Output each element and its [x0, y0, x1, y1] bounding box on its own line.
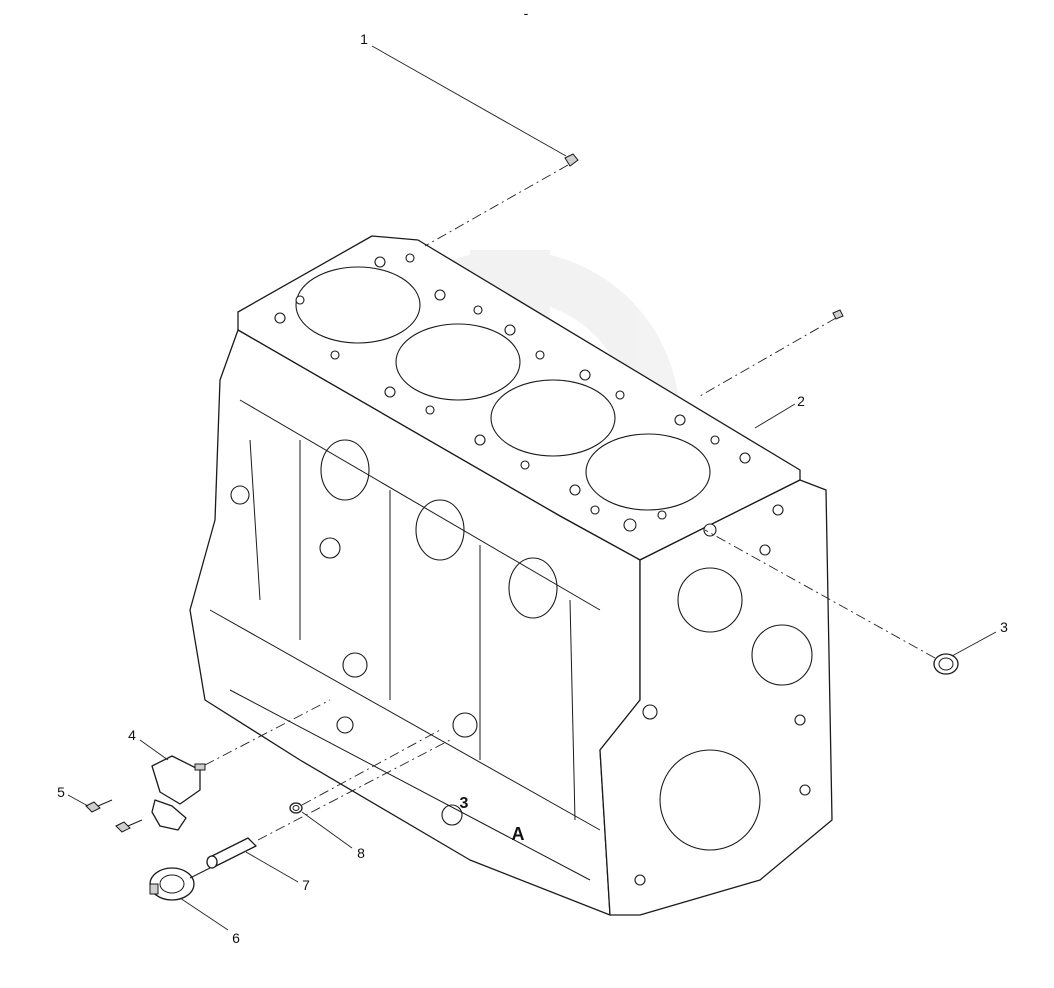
core-plug-opening-3 [508, 557, 558, 619]
end-face-hole-4 [642, 704, 658, 720]
end-face-hole-3 [759, 544, 771, 556]
cylinder-bore-1 [295, 266, 421, 344]
block-end-face [599, 479, 833, 916]
cast-mark-a: A [512, 824, 525, 844]
end-face-hole-6 [799, 784, 811, 796]
part-8-seal-washer [289, 729, 441, 814]
crankshaft-bore [659, 749, 761, 851]
side-boss-2 [319, 537, 341, 559]
end-face-hole-2 [772, 504, 784, 516]
side-ribs [209, 399, 601, 881]
callouts: 1 2 3 4 5 6 7 8 [57, 31, 1008, 946]
side-boss-1 [230, 485, 250, 505]
callout-3: 3 [1000, 619, 1008, 635]
callout-1: 1 [360, 31, 368, 47]
deck-plug [699, 309, 844, 397]
core-plug-opening-1 [320, 439, 370, 501]
callout-2: 2 [797, 393, 805, 409]
end-face-hole-7 [634, 874, 646, 886]
end-face-hole-5 [794, 714, 806, 726]
cast-mark-3: 3 [460, 795, 469, 812]
head-bolt-holes [274, 253, 751, 532]
end-bore-middle [751, 624, 813, 686]
side-boss-3 [342, 652, 368, 678]
end-face-hole-1 [703, 523, 717, 537]
part-4-sensor [151, 699, 331, 831]
part-5-bolts [85, 799, 143, 833]
part-7-adaptor [206, 739, 451, 869]
part-1-plug [424, 153, 579, 247]
top-mark: - [524, 5, 529, 21]
side-boss-5 [336, 716, 354, 734]
cylinder-bore-3 [490, 379, 616, 457]
callout-4: 4 [128, 727, 136, 743]
callout-5: 5 [57, 784, 65, 800]
cylinder-bore-2 [395, 323, 521, 401]
cylinder-block: A 3 [189, 235, 833, 916]
end-bore-upper [677, 567, 743, 633]
callout-6: 6 [232, 930, 240, 946]
side-boss-4 [452, 712, 478, 738]
cylinder-bore-4 [585, 433, 711, 511]
callout-8: 8 [357, 845, 365, 861]
core-plug-opening-2 [415, 499, 465, 561]
part-3-core-plug [704, 529, 959, 675]
callout-7: 7 [302, 877, 310, 893]
part-6-pressure-switch [149, 867, 211, 901]
